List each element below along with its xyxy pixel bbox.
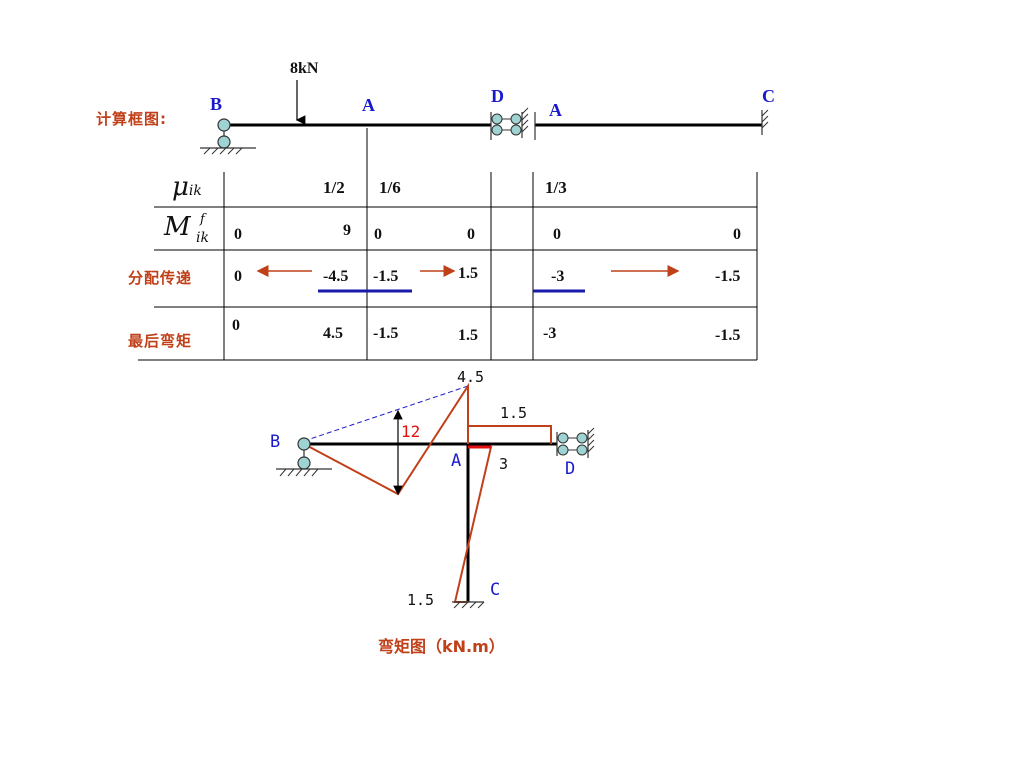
mu-c-side: 1/3 <box>545 178 567 197</box>
diagram-label-b: B <box>270 432 281 452</box>
moment-value-top: 4.5 <box>457 368 485 386</box>
diagram-caption: 弯矩图（kN.m） <box>378 637 505 656</box>
point-label-a-second: A <box>549 100 562 120</box>
final-d: 1.5 <box>458 327 478 344</box>
dist-c: -1.5 <box>715 268 741 285</box>
mu-a-right: 1/6 <box>379 178 401 197</box>
final-a-right: -1.5 <box>373 325 399 342</box>
final-b: 0 <box>232 317 240 334</box>
computation-frame <box>200 80 769 155</box>
moment-curve-ad <box>468 425 552 444</box>
point-label-c: C <box>762 86 775 106</box>
sliding-support-d <box>490 107 529 140</box>
mf-a-left: 9 <box>343 222 351 239</box>
point-label-a: A <box>362 95 375 115</box>
mf-d: 0 <box>467 226 475 243</box>
fixed-support-c <box>761 109 769 135</box>
dist-b: 0 <box>234 268 242 285</box>
dist-a-left: -4.5 <box>323 268 349 285</box>
roller-support-b <box>200 118 256 155</box>
point-label-d: D <box>491 86 504 106</box>
moment-value-mid: 12 <box>401 422 421 441</box>
mf-c: 0 <box>733 226 741 243</box>
dist-a-right: -1.5 <box>373 268 399 285</box>
row-header-mu: μik <box>172 172 202 202</box>
sliding-support-d-diagram <box>556 427 595 458</box>
moment-curve-ba <box>303 382 469 496</box>
row-header-final: 最后弯矩 <box>128 332 193 350</box>
row-header-mf: M f ik <box>164 212 209 246</box>
final-a-left: 4.5 <box>323 325 343 342</box>
moment-value-a-right: 3 <box>499 455 509 473</box>
diagram-label-a: A <box>451 451 462 471</box>
frame-label: 计算框图: <box>96 110 167 128</box>
final-c: -1.5 <box>715 327 741 344</box>
mf-a2: 0 <box>553 226 561 243</box>
moment-diagram <box>276 382 595 609</box>
row-header-distribution: 分配传递 <box>128 269 193 287</box>
mu-a-left: 1/2 <box>323 178 345 197</box>
moment-value-right: 1.5 <box>500 404 528 422</box>
roller-support-b-diagram <box>276 437 332 477</box>
distribution-table-grid <box>138 128 758 361</box>
moment-value-bottom: 1.5 <box>407 591 435 609</box>
dist-d: 1.5 <box>458 265 478 282</box>
diagram-label-c: C <box>490 580 501 600</box>
mf-b: 0 <box>234 226 242 243</box>
fixed-support-c-diagram <box>452 601 485 609</box>
point-label-b: B <box>210 94 223 114</box>
mf-a-right: 0 <box>374 226 382 243</box>
dashed-chord <box>303 385 469 442</box>
diagram-label-d: D <box>565 459 576 479</box>
dist-a2: -3 <box>551 268 565 285</box>
load-label: 8kN <box>290 60 319 77</box>
final-a2: -3 <box>543 325 557 342</box>
